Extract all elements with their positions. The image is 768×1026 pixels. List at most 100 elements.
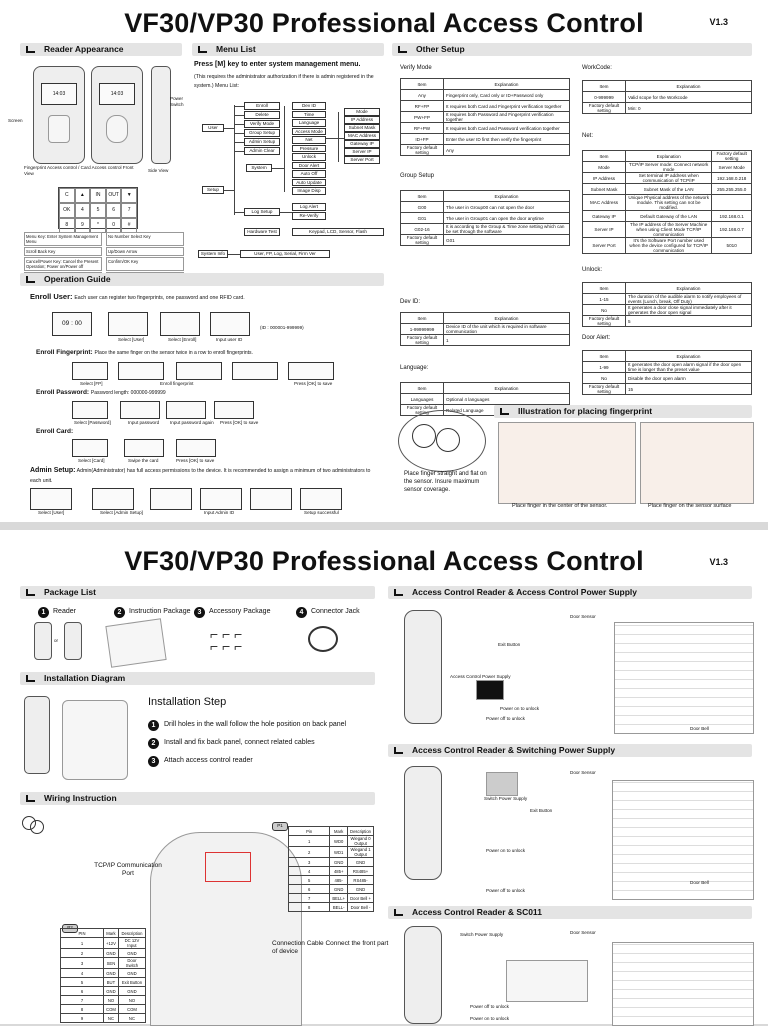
center-placement-image [498, 422, 636, 504]
menu-system-item: Time [292, 110, 326, 118]
keypad-key: * [90, 218, 106, 233]
table-cell: It's the Software Port number used when … [624, 237, 713, 254]
keypad-key: 0 [105, 218, 122, 233]
key-legend-item: Scroll Back Key [24, 247, 102, 256]
table-cell: BELL+ [329, 893, 349, 903]
table-cell: 8 [60, 1004, 104, 1014]
table-header-cell: Item [582, 282, 626, 294]
connector-line [234, 133, 244, 134]
table-header-cell: Pin [287, 826, 331, 836]
table-header-cell: Description [347, 826, 374, 836]
menu-root-info: System Info [198, 250, 228, 258]
table-cell: 1 [443, 334, 570, 346]
admin-screen-5 [250, 488, 292, 510]
table-cell [711, 194, 752, 211]
table-header-cell: Item [582, 350, 626, 362]
table-cell: ID+FP [400, 133, 444, 145]
section-heading: Access Control Reader & Access Control P… [412, 587, 637, 597]
section-heading: Illustration for placing fingerprint [518, 406, 653, 416]
table-cell: RS485+ [347, 866, 374, 876]
table-cell: Gateway IP [582, 210, 626, 222]
enroll-user-text: Each user can register two fingerprints,… [74, 295, 245, 301]
table-cell: GND [329, 884, 349, 894]
table-cell: MAC Address [582, 194, 626, 211]
table-header-cell: Item [582, 150, 626, 162]
connector-line [234, 142, 244, 143]
section-installation: Installation Diagram [20, 672, 375, 685]
diagram1-terminal-block [614, 622, 754, 734]
surface-placement-image [640, 422, 754, 504]
table-cell: GND [117, 968, 147, 978]
menu-root-user: User [202, 124, 224, 132]
table-cell: 7 [287, 893, 331, 903]
diagram-label: Door Sensor [570, 614, 596, 619]
table-cell: Door Bell - [347, 902, 374, 912]
table-cell: DC 12V Input [117, 937, 147, 949]
table-cell: RS485- [347, 875, 374, 885]
step-enroll-fp: Enroll fingerprint [160, 381, 194, 386]
user-id-screen [210, 312, 250, 336]
table-header-cell: Explanation [625, 282, 752, 294]
enroll-user-title: Enroll User: [30, 292, 73, 301]
connector-line [224, 190, 234, 191]
table-cell: TCP/IP Server mode: Connect network mode [624, 161, 713, 173]
step-admin-select-user: Select [User] [38, 510, 65, 515]
menu-net-item: Gateway IP [344, 140, 380, 148]
table-cell: COM [117, 1004, 147, 1014]
table-cell: It generates a door close signal immedia… [625, 304, 752, 316]
table-cell: 5 [287, 875, 331, 885]
table-cell: Server Mode [711, 161, 752, 173]
step-admin-select-setup: Select [Admin Setup] [100, 510, 143, 515]
table-cell: 1-15 [582, 293, 626, 305]
table-cell: Wiegand 1 Output [347, 846, 374, 858]
table-cell: 1-99 [582, 361, 626, 373]
menu-system-item: Unlock [292, 153, 326, 161]
reader-screen: 14:03 [99, 83, 135, 105]
table-cell: Wiegand 0 Output [347, 835, 374, 847]
table-cell: 9 [60, 1013, 104, 1023]
key-legend-item: Cancel/Power Key: Cancel the Present Ope… [24, 257, 102, 271]
keypad-key: 7 [121, 203, 137, 218]
section-icon [26, 589, 35, 596]
table-cell: Factory default setting [400, 334, 444, 346]
table-cell: 192.168.0.7 [711, 221, 752, 238]
table-cell: No [582, 304, 626, 316]
connector-line [272, 168, 284, 169]
section-icon [198, 46, 207, 53]
workcode-title: WorkCode: [582, 65, 612, 71]
menu-system-item: Auto Update [292, 178, 326, 186]
step-save-password: Press [OK] to save [220, 420, 259, 425]
table-cell: 15 [625, 383, 752, 395]
menu-intro: Press [M] key to enter system management… [194, 61, 361, 68]
tcp-port-label: TCP/IP Communication Port [94, 862, 162, 877]
step-admin-success: Setup successful [304, 510, 339, 515]
table-cell: GND [329, 857, 349, 867]
table-cell: NC [117, 1013, 147, 1023]
section-icon [500, 408, 509, 415]
step-admin-input-id: Input Admin ID [204, 510, 235, 515]
table-cell: Disable the door open alarm [625, 372, 752, 384]
diagram2-reader [404, 766, 442, 880]
section-diagram-sc011: Access Control Reader & SC011 [388, 906, 752, 919]
table-cell: 2 [60, 948, 104, 958]
card-reader-front-illustration: 14:03 [91, 66, 143, 164]
pw-screen-1 [72, 401, 108, 419]
section-menu-list: Menu List [192, 43, 384, 56]
version-label: V1.3 [709, 557, 728, 567]
table-cell: Languages [400, 393, 444, 405]
section-icon [394, 747, 403, 754]
card-area-illustration [106, 115, 128, 143]
admin-screen-2 [92, 488, 134, 510]
